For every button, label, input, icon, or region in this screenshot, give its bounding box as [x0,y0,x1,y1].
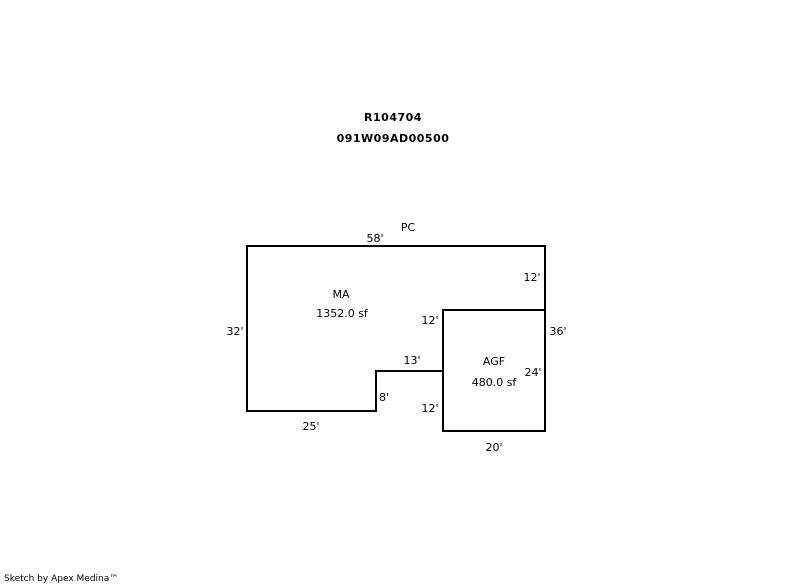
dim-garage-inner-lower: 12' [421,402,438,415]
pc-label: PC [401,221,416,234]
dim-right-upper: 12' [523,271,540,284]
dim-top: 58' [366,232,383,245]
dim-garage-inner-upper: 12' [421,314,438,327]
property-id: R104704 [364,111,422,124]
garage-area-size: 480.0 sf [472,376,518,389]
dim-garage-right: 24' [524,366,541,379]
dim-left: 32' [226,325,243,338]
dim-right-full: 36' [549,325,566,338]
main-area-outline [246,245,546,412]
dim-step-vertical: 8' [379,391,389,404]
dim-step-horizontal: 13' [403,354,420,367]
garage-outline [442,309,546,432]
garage-area-code: AGF [483,355,505,368]
main-area-size: 1352.0 sf [316,307,369,320]
main-area-code: MA [332,288,349,301]
sketch-credit: Sketch by Apex Medina™ [4,574,119,584]
dim-garage-bottom: 20' [485,441,502,454]
dim-bottom-left: 25' [302,420,319,433]
parcel-number: 091W09AD00500 [337,132,450,145]
